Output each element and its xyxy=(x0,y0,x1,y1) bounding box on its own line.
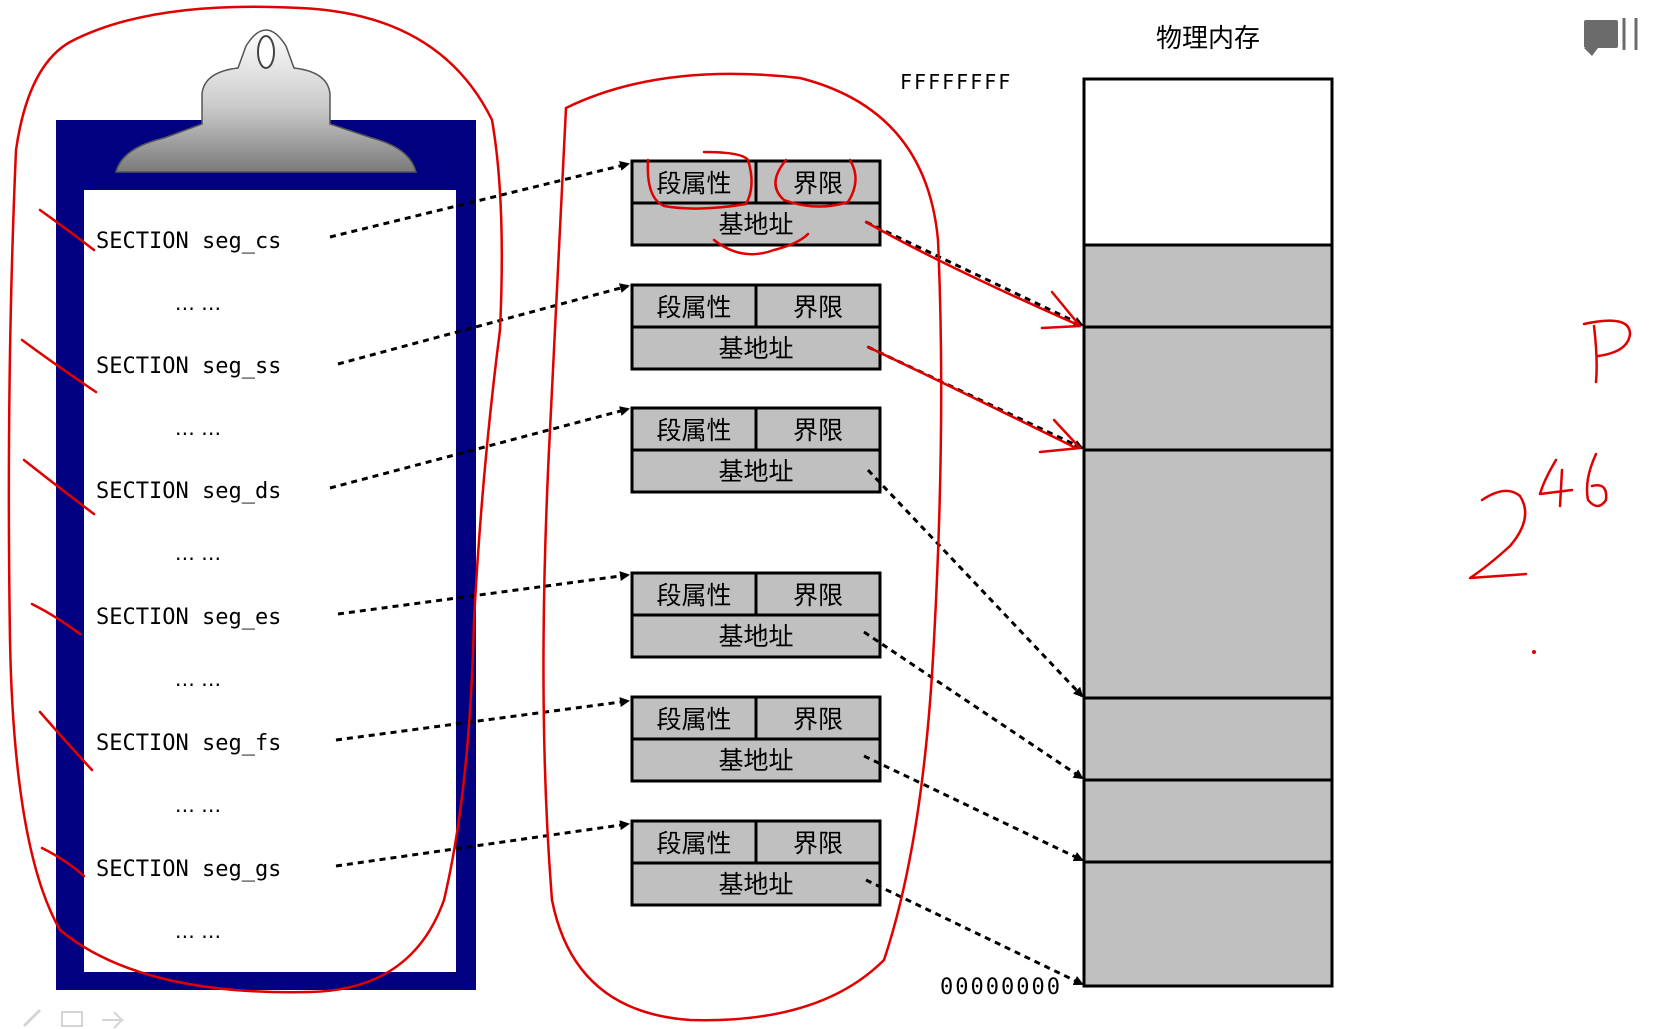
descriptor-to-memory-arrows xyxy=(863,220,1084,986)
annotation-digit-4 xyxy=(1538,458,1574,508)
annotation-tick-ss xyxy=(20,338,98,394)
memory-title: 物理内存 xyxy=(1156,24,1260,54)
section-label: SECTION seg_ss xyxy=(96,354,281,379)
annotation-arrow-cs xyxy=(864,220,1078,326)
descriptor-limit-label: 界限 xyxy=(793,581,843,610)
descriptor-limit-label: 界限 xyxy=(793,705,843,734)
presentation-icon[interactable] xyxy=(1584,18,1638,56)
annotation-tick-gs xyxy=(40,846,86,878)
annotation-tick-cs xyxy=(38,208,96,252)
descriptor-attr-label: 段属性 xyxy=(656,293,731,322)
section-ellipsis: … … xyxy=(175,291,221,315)
annotation-loop-descriptors xyxy=(542,72,943,1022)
annotation-arrow-ss xyxy=(866,345,1078,450)
section-label: SECTION seg_gs xyxy=(96,857,281,882)
clipboard-clip-icon xyxy=(115,29,417,173)
memory-segment-gs xyxy=(1082,860,1334,988)
arrow-es-to-descriptor xyxy=(337,571,630,616)
section-ellipsis: … … xyxy=(175,416,221,440)
memory-segment-ds xyxy=(1082,448,1334,700)
descriptor-limit-label: 界限 xyxy=(793,169,843,198)
descriptor-table: 段属性界限基地址段属性界限基地址段属性界限基地址段属性界限基地址段属性界限基地址… xyxy=(630,159,882,907)
arrow-cs-base-to-memory xyxy=(865,220,1084,327)
descriptor-base-label: 基地址 xyxy=(718,746,793,775)
annotation-underline-base xyxy=(712,232,810,256)
descriptor-attr-label: 段属性 xyxy=(656,416,731,445)
arrow-ds-to-descriptor xyxy=(329,406,630,490)
memory-segment-fs xyxy=(1082,778,1334,864)
annotation-tick-ds xyxy=(22,458,96,516)
descriptor-base-label: 基地址 xyxy=(718,334,793,363)
arrow-icon[interactable] xyxy=(102,1011,125,1029)
section-label: SECTION seg_fs xyxy=(96,731,281,756)
red-ink-annotations xyxy=(7,5,1632,1022)
annotation-digit-6 xyxy=(1585,452,1608,508)
descriptor-attr-label: 段属性 xyxy=(656,169,731,198)
descriptor-base-label: 基地址 xyxy=(718,870,793,899)
memory-segment-es xyxy=(1082,696,1334,782)
annotation-circle-attr xyxy=(646,150,753,210)
descriptor-base-label: 基地址 xyxy=(718,210,793,239)
memory-free-region xyxy=(1082,77,1334,247)
annotation-loop-program xyxy=(7,5,504,994)
descriptor-attr-label: 段属性 xyxy=(656,829,731,858)
program-clipboard: SECTION seg_cs … … SECTION seg_ss … … SECTIO… xyxy=(56,29,476,990)
memory-top-address: FFFFFFFF xyxy=(900,70,1012,94)
bottom-toolbar xyxy=(22,1008,125,1029)
section-ellipsis: … … xyxy=(175,541,221,565)
arrow-fs-to-descriptor xyxy=(335,697,630,742)
descriptor-attr-label: 段属性 xyxy=(656,581,731,610)
annotation-letter-p xyxy=(1582,319,1632,384)
note-icon[interactable] xyxy=(61,1011,83,1027)
section-to-descriptor-arrows xyxy=(329,161,630,868)
descriptor-base-label: 基地址 xyxy=(718,622,793,651)
annotation-tick-es xyxy=(30,602,82,636)
annotation-arrowhead-ss xyxy=(1038,418,1082,454)
section-ellipsis: … … xyxy=(175,793,221,817)
section-label: SECTION seg_cs xyxy=(96,229,281,254)
descriptor-attr-label: 段属性 xyxy=(656,705,731,734)
clipboard-paper xyxy=(84,190,456,972)
section-ellipsis: … … xyxy=(175,919,221,943)
descriptor-base-label: 基地址 xyxy=(718,457,793,486)
section-label: SECTION seg_ds xyxy=(96,479,281,504)
annotation-tick-fs xyxy=(38,710,94,772)
arrow-ds-base-to-memory xyxy=(866,468,1084,698)
memory-segment-cs xyxy=(1082,243,1334,329)
annotation-arrowhead-cs xyxy=(1040,290,1082,330)
descriptor-limit-label: 界限 xyxy=(793,293,843,322)
section-list: SECTION seg_cs … … SECTION seg_ss … … SECTIO… xyxy=(96,229,281,943)
annotation-circle-limit xyxy=(774,158,857,208)
descriptor-limit-label: 界限 xyxy=(793,829,843,858)
arrow-gs-base-to-memory xyxy=(865,878,1084,986)
pen-icon[interactable] xyxy=(22,1008,42,1028)
arrow-fs-base-to-memory xyxy=(863,754,1084,862)
physical-memory-column xyxy=(1082,77,1334,988)
descriptor-limit-label: 界限 xyxy=(793,416,843,445)
annotation-dot xyxy=(1532,650,1536,654)
section-ellipsis: … … xyxy=(175,667,221,691)
arrow-cs-to-descriptor xyxy=(329,161,630,239)
section-label: SECTION seg_es xyxy=(96,605,281,630)
memory-bottom-address: 00000000 xyxy=(940,975,1062,1000)
annotation-digit-2 xyxy=(1468,489,1528,580)
arrow-gs-to-descriptor xyxy=(335,820,630,868)
arrow-es-base-to-memory xyxy=(863,630,1084,780)
memory-segment-ss xyxy=(1082,325,1334,452)
